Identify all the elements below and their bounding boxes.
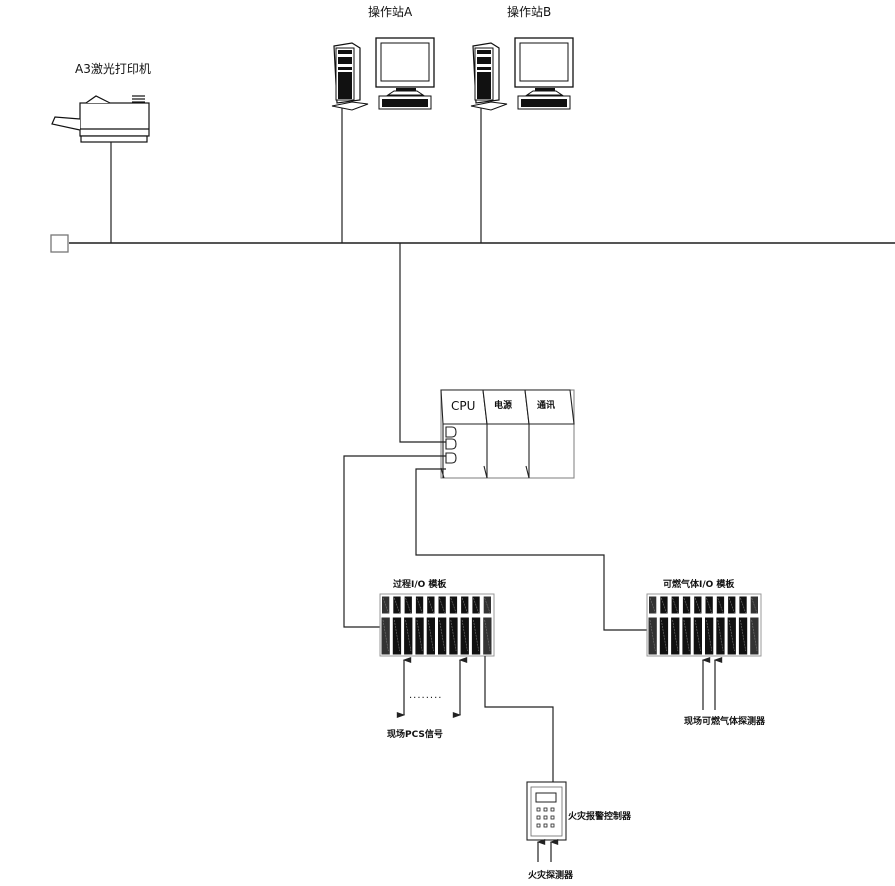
keypad-key <box>550 807 555 812</box>
printer-icon <box>51 95 150 143</box>
pcs-signals-label: 现场PCS信号 <box>387 728 443 740</box>
fire-controller-label: 火灾报警控制器 <box>568 810 632 822</box>
printer[interactable]: A3激光打印机 <box>51 62 151 243</box>
station-a[interactable]: 操作站A <box>331 4 435 243</box>
keypad-key <box>550 815 555 820</box>
fire-controller-display <box>535 792 557 803</box>
cpu-port-3 <box>445 452 457 464</box>
fire-detectors-label: 火灾探测器 <box>528 869 574 881</box>
pcs-dots: ........ <box>409 690 442 701</box>
pcs-signals: ........ 现场PCS信号 <box>387 657 468 740</box>
process-io-module[interactable]: 过程I/O 模板 <box>379 578 495 657</box>
comm-label: 通讯 <box>537 399 555 411</box>
cpu-label: CPU <box>451 399 475 413</box>
fire-alarm-controller[interactable]: 火灾报警控制器 火灾探测器 <box>484 656 632 881</box>
station-a-label: 操作站A <box>368 4 413 19</box>
comm-module <box>524 389 575 425</box>
station-b-label: 操作站B <box>507 4 551 19</box>
gas-io-module[interactable]: 可燃气体I/O 模板 <box>646 578 762 657</box>
plc-rack[interactable]: CPU 电源 通讯 <box>440 389 575 479</box>
keypad-key <box>543 807 548 812</box>
gas-detectors: 现场可燃气体探测器 <box>684 657 766 727</box>
keypad-key <box>536 807 541 812</box>
process-io-label: 过程I/O 模板 <box>393 578 447 590</box>
process-io-to-fire-controller-link <box>484 656 554 782</box>
gas-io-slots <box>646 593 762 657</box>
plc-wiring <box>343 243 647 631</box>
network-bus <box>50 234 895 253</box>
keypad-key <box>543 815 548 820</box>
cpu-port-2 <box>445 438 457 450</box>
keypad-key <box>543 823 548 828</box>
power-label: 电源 <box>494 399 512 411</box>
station-b[interactable]: 操作站B <box>470 4 574 243</box>
cpu-port-1 <box>445 426 457 438</box>
cpu-to-process-io-link <box>343 455 446 628</box>
gas-detectors-label: 现场可燃气体探测器 <box>684 715 766 727</box>
keypad-key <box>536 815 541 820</box>
bus-to-cpu-link <box>399 243 446 443</box>
keypad-key <box>536 823 541 828</box>
gas-io-label: 可燃气体I/O 模板 <box>663 578 735 590</box>
process-io-slots <box>379 593 495 657</box>
keypad-key <box>550 823 555 828</box>
workstation-icon <box>331 37 435 111</box>
cpu-to-gas-io-link <box>415 468 647 631</box>
workstation-icon <box>470 37 574 111</box>
terminator-box-icon <box>50 234 69 253</box>
fire-controller-keypad <box>536 807 555 828</box>
printer-label: A3激光打印机 <box>75 62 151 76</box>
